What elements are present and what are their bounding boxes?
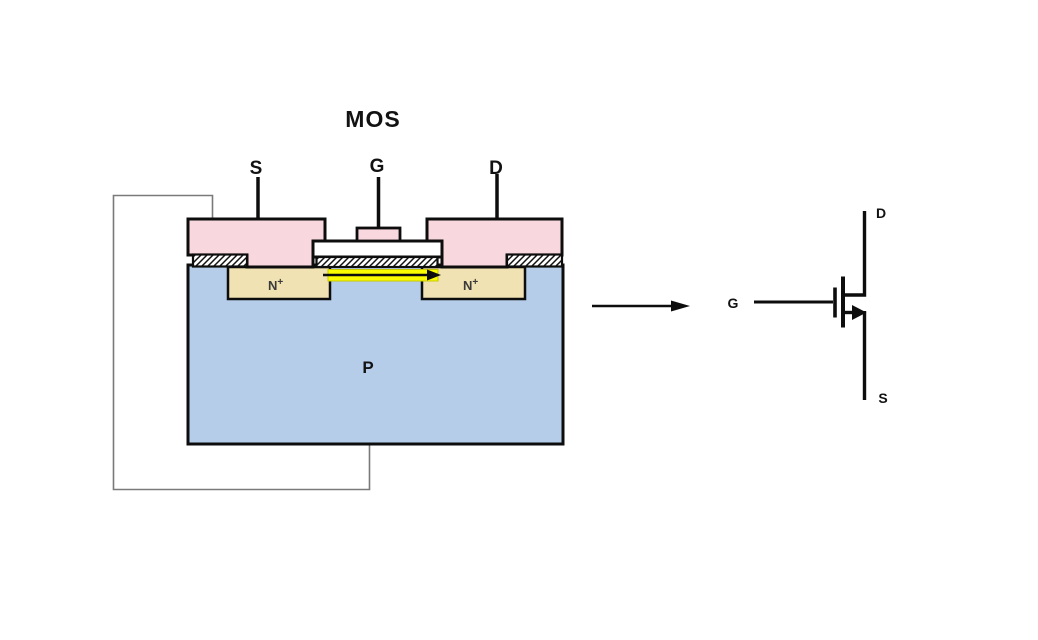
symbol-gate-label: G xyxy=(728,295,739,311)
nplus-source-label: N+ xyxy=(268,277,283,293)
gate-contact-cap xyxy=(355,226,402,243)
substrate-label: P xyxy=(362,358,373,377)
field-oxide-right-hatch xyxy=(505,253,564,268)
drain-terminal-label: D xyxy=(489,158,503,179)
symbol-source-label: S xyxy=(878,390,887,406)
symbol-drain-lead xyxy=(843,211,867,297)
symbol-drain-label: D xyxy=(876,205,886,221)
field-oxide-left-hatch xyxy=(191,253,249,268)
n-plus-source-region xyxy=(226,265,332,301)
body-source-wire xyxy=(112,194,371,491)
nplus-drain-label: N+ xyxy=(463,277,478,293)
gate-oxide-hatch xyxy=(315,255,439,269)
source-terminal-label: S xyxy=(250,158,263,179)
diagram-title: MOS xyxy=(345,106,400,132)
channel-current-arrow-head xyxy=(427,269,441,281)
gate-terminal-label: G xyxy=(370,156,385,177)
symbol-source-arrow-head xyxy=(852,305,867,320)
gate-electrode xyxy=(311,239,444,259)
diagram-to-symbol-arrow-head xyxy=(671,300,690,312)
